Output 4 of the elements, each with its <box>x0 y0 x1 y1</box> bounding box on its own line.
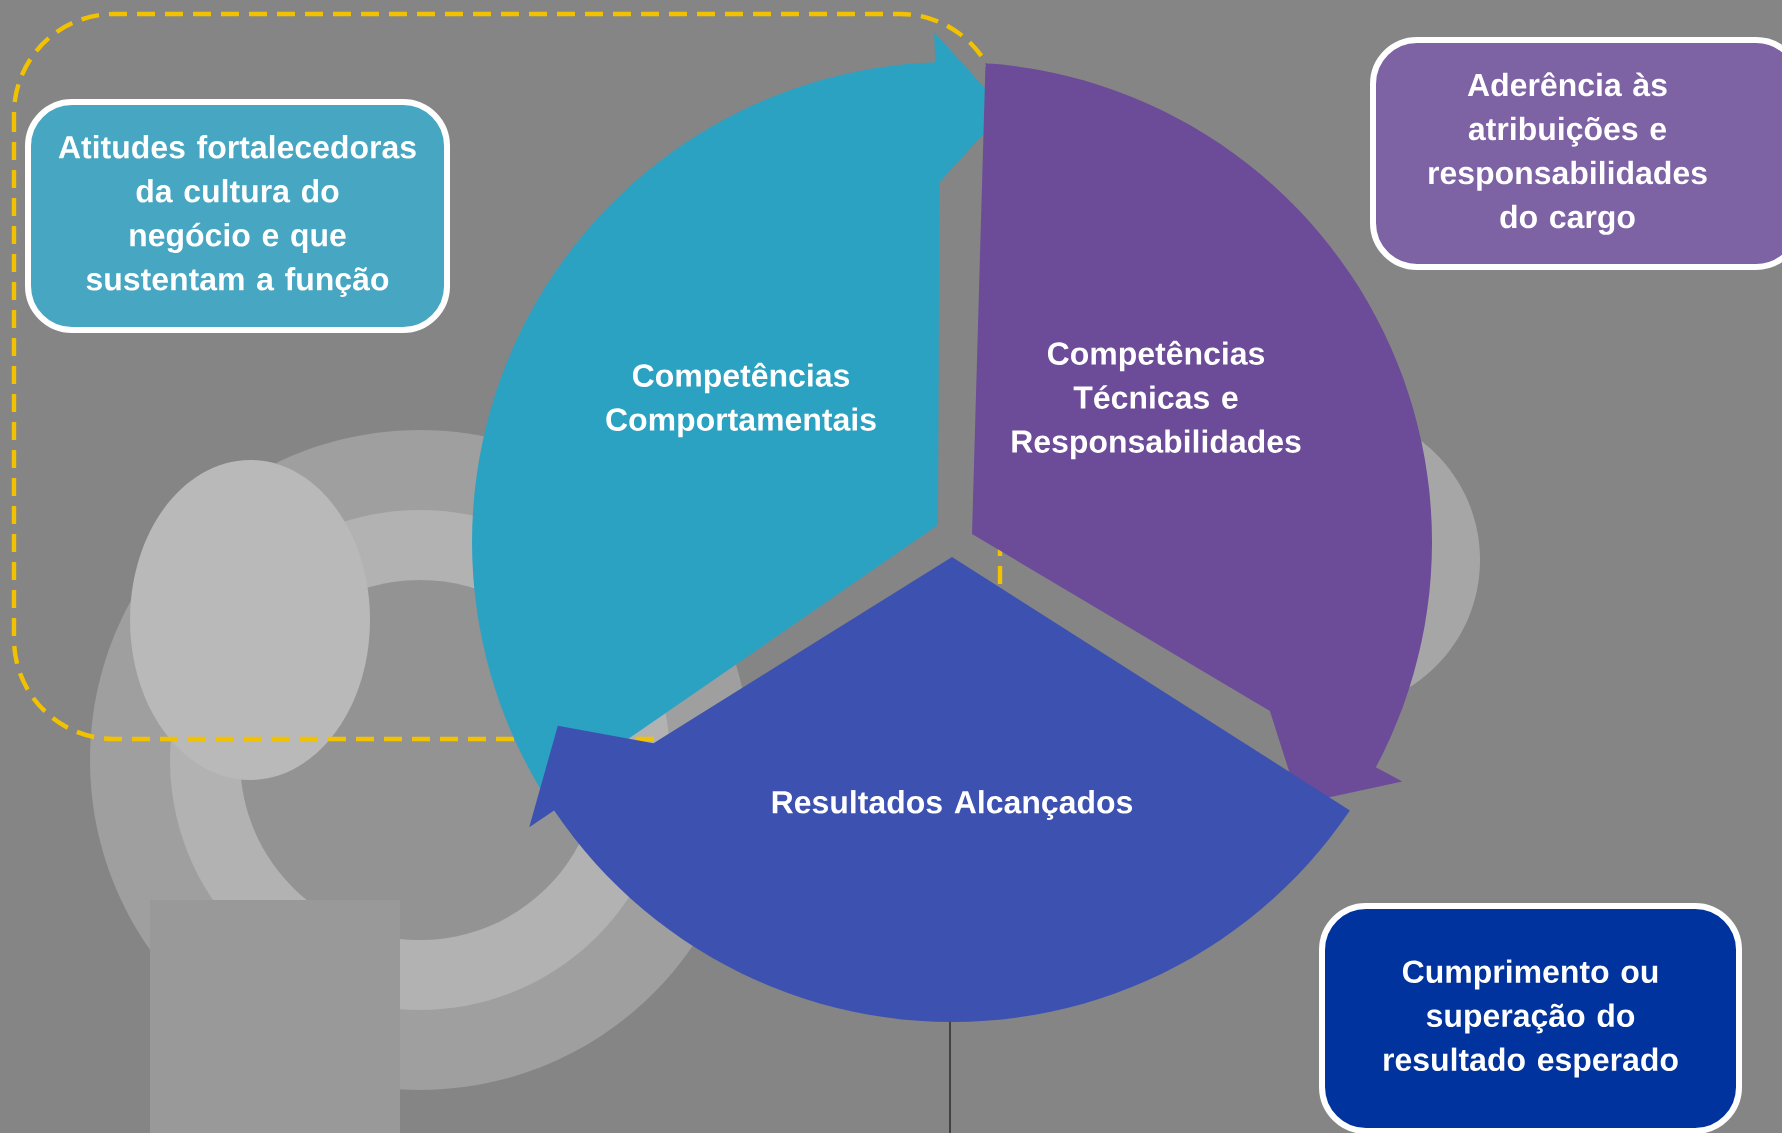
arrow-segment: Resultados Alcançados <box>529 557 1350 1022</box>
text-box: Atitudes fortalecedoras da cultura do negócio e que sustentam a função <box>25 99 450 333</box>
text-box: Cumprimento ou superação do resultado esperado <box>1319 903 1742 1133</box>
text-box: Aderência às atribuições e responsabilidades do cargo <box>1370 37 1782 270</box>
